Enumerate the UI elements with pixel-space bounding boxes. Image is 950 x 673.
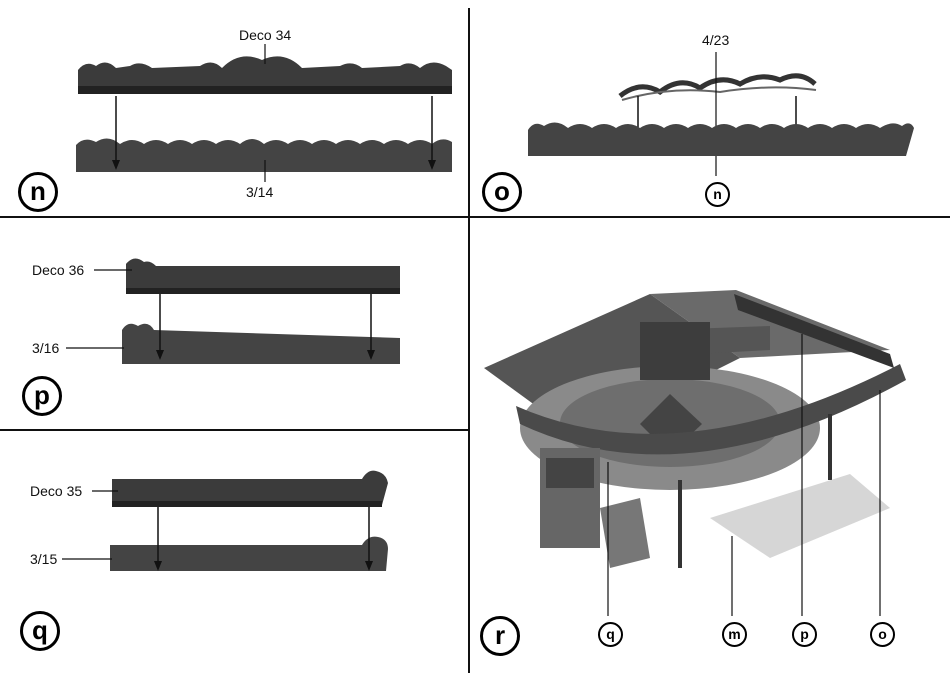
panel-q: Deco 35 3/15 q [0, 431, 468, 673]
panel-p: Deco 36 3/16 p [0, 218, 468, 429]
panel-o: 4/23 n o [470, 0, 950, 216]
panel-r: q m p o r [470, 218, 950, 673]
marker-r-o: o [870, 622, 895, 647]
panel-n: Deco 34 3/14 n [0, 0, 468, 216]
panel-r-drawing [470, 218, 950, 673]
deco-label-p: Deco 36 [32, 262, 84, 278]
panel-p-drawing [0, 218, 468, 429]
panel-n-drawing [0, 0, 468, 216]
step-badge-r: r [480, 616, 520, 656]
step-badge-o: o [482, 172, 522, 212]
marker-r-p: p [792, 622, 817, 647]
part-label-n: 3/14 [246, 184, 273, 200]
deco-strip-n-base [78, 86, 452, 94]
part-label-q: 3/15 [30, 551, 57, 567]
panel-q-drawing [0, 431, 468, 673]
deco-strip-q [112, 471, 388, 505]
part-p [122, 324, 400, 364]
deco-label-n: Deco 34 [239, 27, 291, 43]
part-label-o: 4/23 [702, 32, 729, 48]
part-o [528, 122, 914, 156]
part-label-p: 3/16 [32, 340, 59, 356]
step-badge-p: p [22, 376, 62, 416]
ref-marker-o: n [705, 182, 730, 207]
part-n [76, 138, 452, 172]
deco-strip-p [126, 258, 400, 292]
part-q [110, 537, 388, 571]
deco-label-q: Deco 35 [30, 483, 82, 499]
step-badge-n: n [18, 172, 58, 212]
model-central-tower [640, 322, 710, 380]
marker-r-q: q [598, 622, 623, 647]
step-badge-q: q [20, 611, 60, 651]
marker-r-m: m [722, 622, 747, 647]
